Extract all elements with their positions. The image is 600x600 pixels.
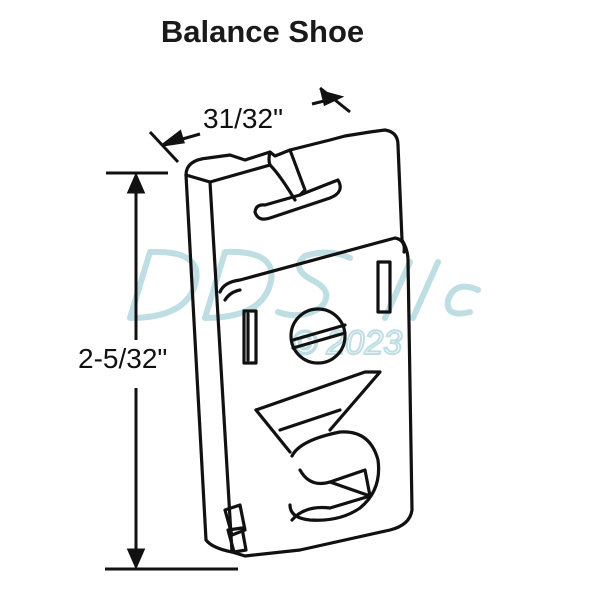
part-outline bbox=[184, 128, 414, 558]
diagram-title: Balance Shoe bbox=[160, 14, 365, 49]
width-dimension bbox=[148, 86, 351, 164]
width-dimension-label: 31/32" bbox=[203, 103, 284, 134]
height-dimension-label: 2-5/32" bbox=[76, 343, 170, 375]
height-dimension bbox=[105, 171, 238, 571]
